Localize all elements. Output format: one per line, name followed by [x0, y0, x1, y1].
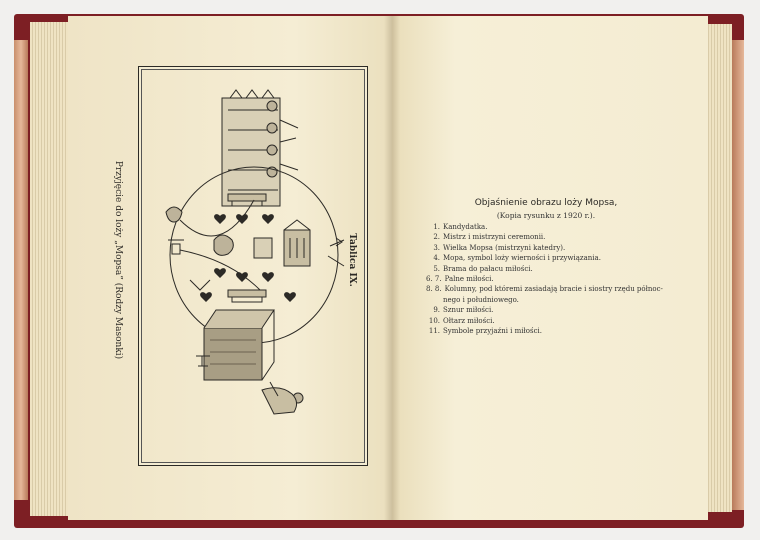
legend-item: 9.Sznur miłości.	[433, 306, 494, 315]
legend-item: 8. 8.Kolumny, pod któremi zasiadają brac…	[426, 285, 663, 294]
cover-edge-left	[14, 40, 28, 500]
plate-label: Tablica IX.	[347, 233, 357, 287]
legend-item: 5.Brama do pałacu miłości.	[433, 264, 533, 273]
legend-item: 1.Kandydatka.	[433, 223, 488, 231]
legend-item: 3.Wielka Mopsa (mistrzyni katedry).	[433, 243, 566, 252]
page-stack-right	[706, 24, 732, 512]
page-stack-left	[30, 22, 70, 516]
legend-item: 2.Mistrz i mistrzyni ceremonii.	[433, 233, 546, 242]
legend-item: 4.Mopa, symbol loży wierności i przywiąz…	[433, 254, 601, 263]
plate-caption: Przyjęcie do loży „Mopsa” (Rodzy Masonki…	[113, 160, 123, 360]
engraving-illustration	[165, 89, 345, 415]
legend-list: 1.Kandydatka. 2.Mistrz i mistrzyni cerem…	[426, 222, 694, 336]
cover-edge-right	[732, 40, 744, 510]
book-gutter	[384, 16, 400, 520]
procession-figures	[221, 89, 299, 207]
plate-frame	[138, 66, 368, 466]
legend-item: 11.Symbole przyjaźni i miłości.	[428, 327, 542, 336]
right-page	[392, 16, 708, 520]
legend-item: 10.Ołtarz miłości.	[428, 316, 495, 325]
legend-item-continuation: nego i południowego.	[443, 295, 519, 304]
legend-subtitle: (Kopia rysunku z 1920 r.).	[496, 211, 596, 220]
legend-title: Objaśnienie obrazu loży Mopsa,	[474, 198, 618, 208]
altar	[203, 309, 275, 381]
legend-item: 6. 7.Palne miłości.	[426, 275, 494, 284]
pillar-bottom	[227, 289, 267, 303]
pillar-top	[227, 193, 267, 207]
